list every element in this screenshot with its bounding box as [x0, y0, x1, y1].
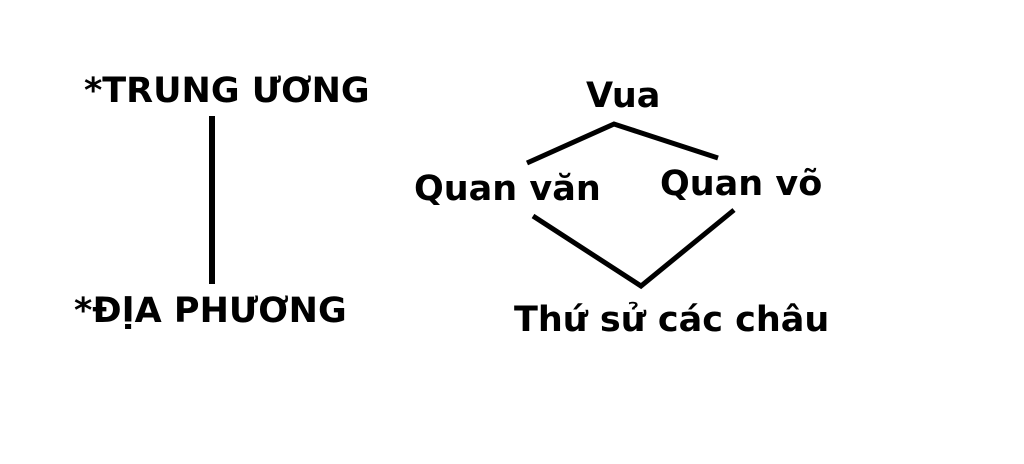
central-government-label: *TRUNG ƯƠNG — [84, 71, 370, 111]
king-to-officials-connector — [525, 121, 719, 166]
officials-to-envoy-connector — [531, 208, 736, 290]
military-officials-node: Quan võ — [660, 164, 823, 204]
local-government-label: *ĐỊA PHƯƠNG — [74, 291, 347, 331]
civil-officials-node: Quan văn — [414, 169, 601, 209]
king-node: Vua — [586, 76, 661, 116]
provincial-governors-node: Thứ sử các châu — [514, 300, 830, 340]
